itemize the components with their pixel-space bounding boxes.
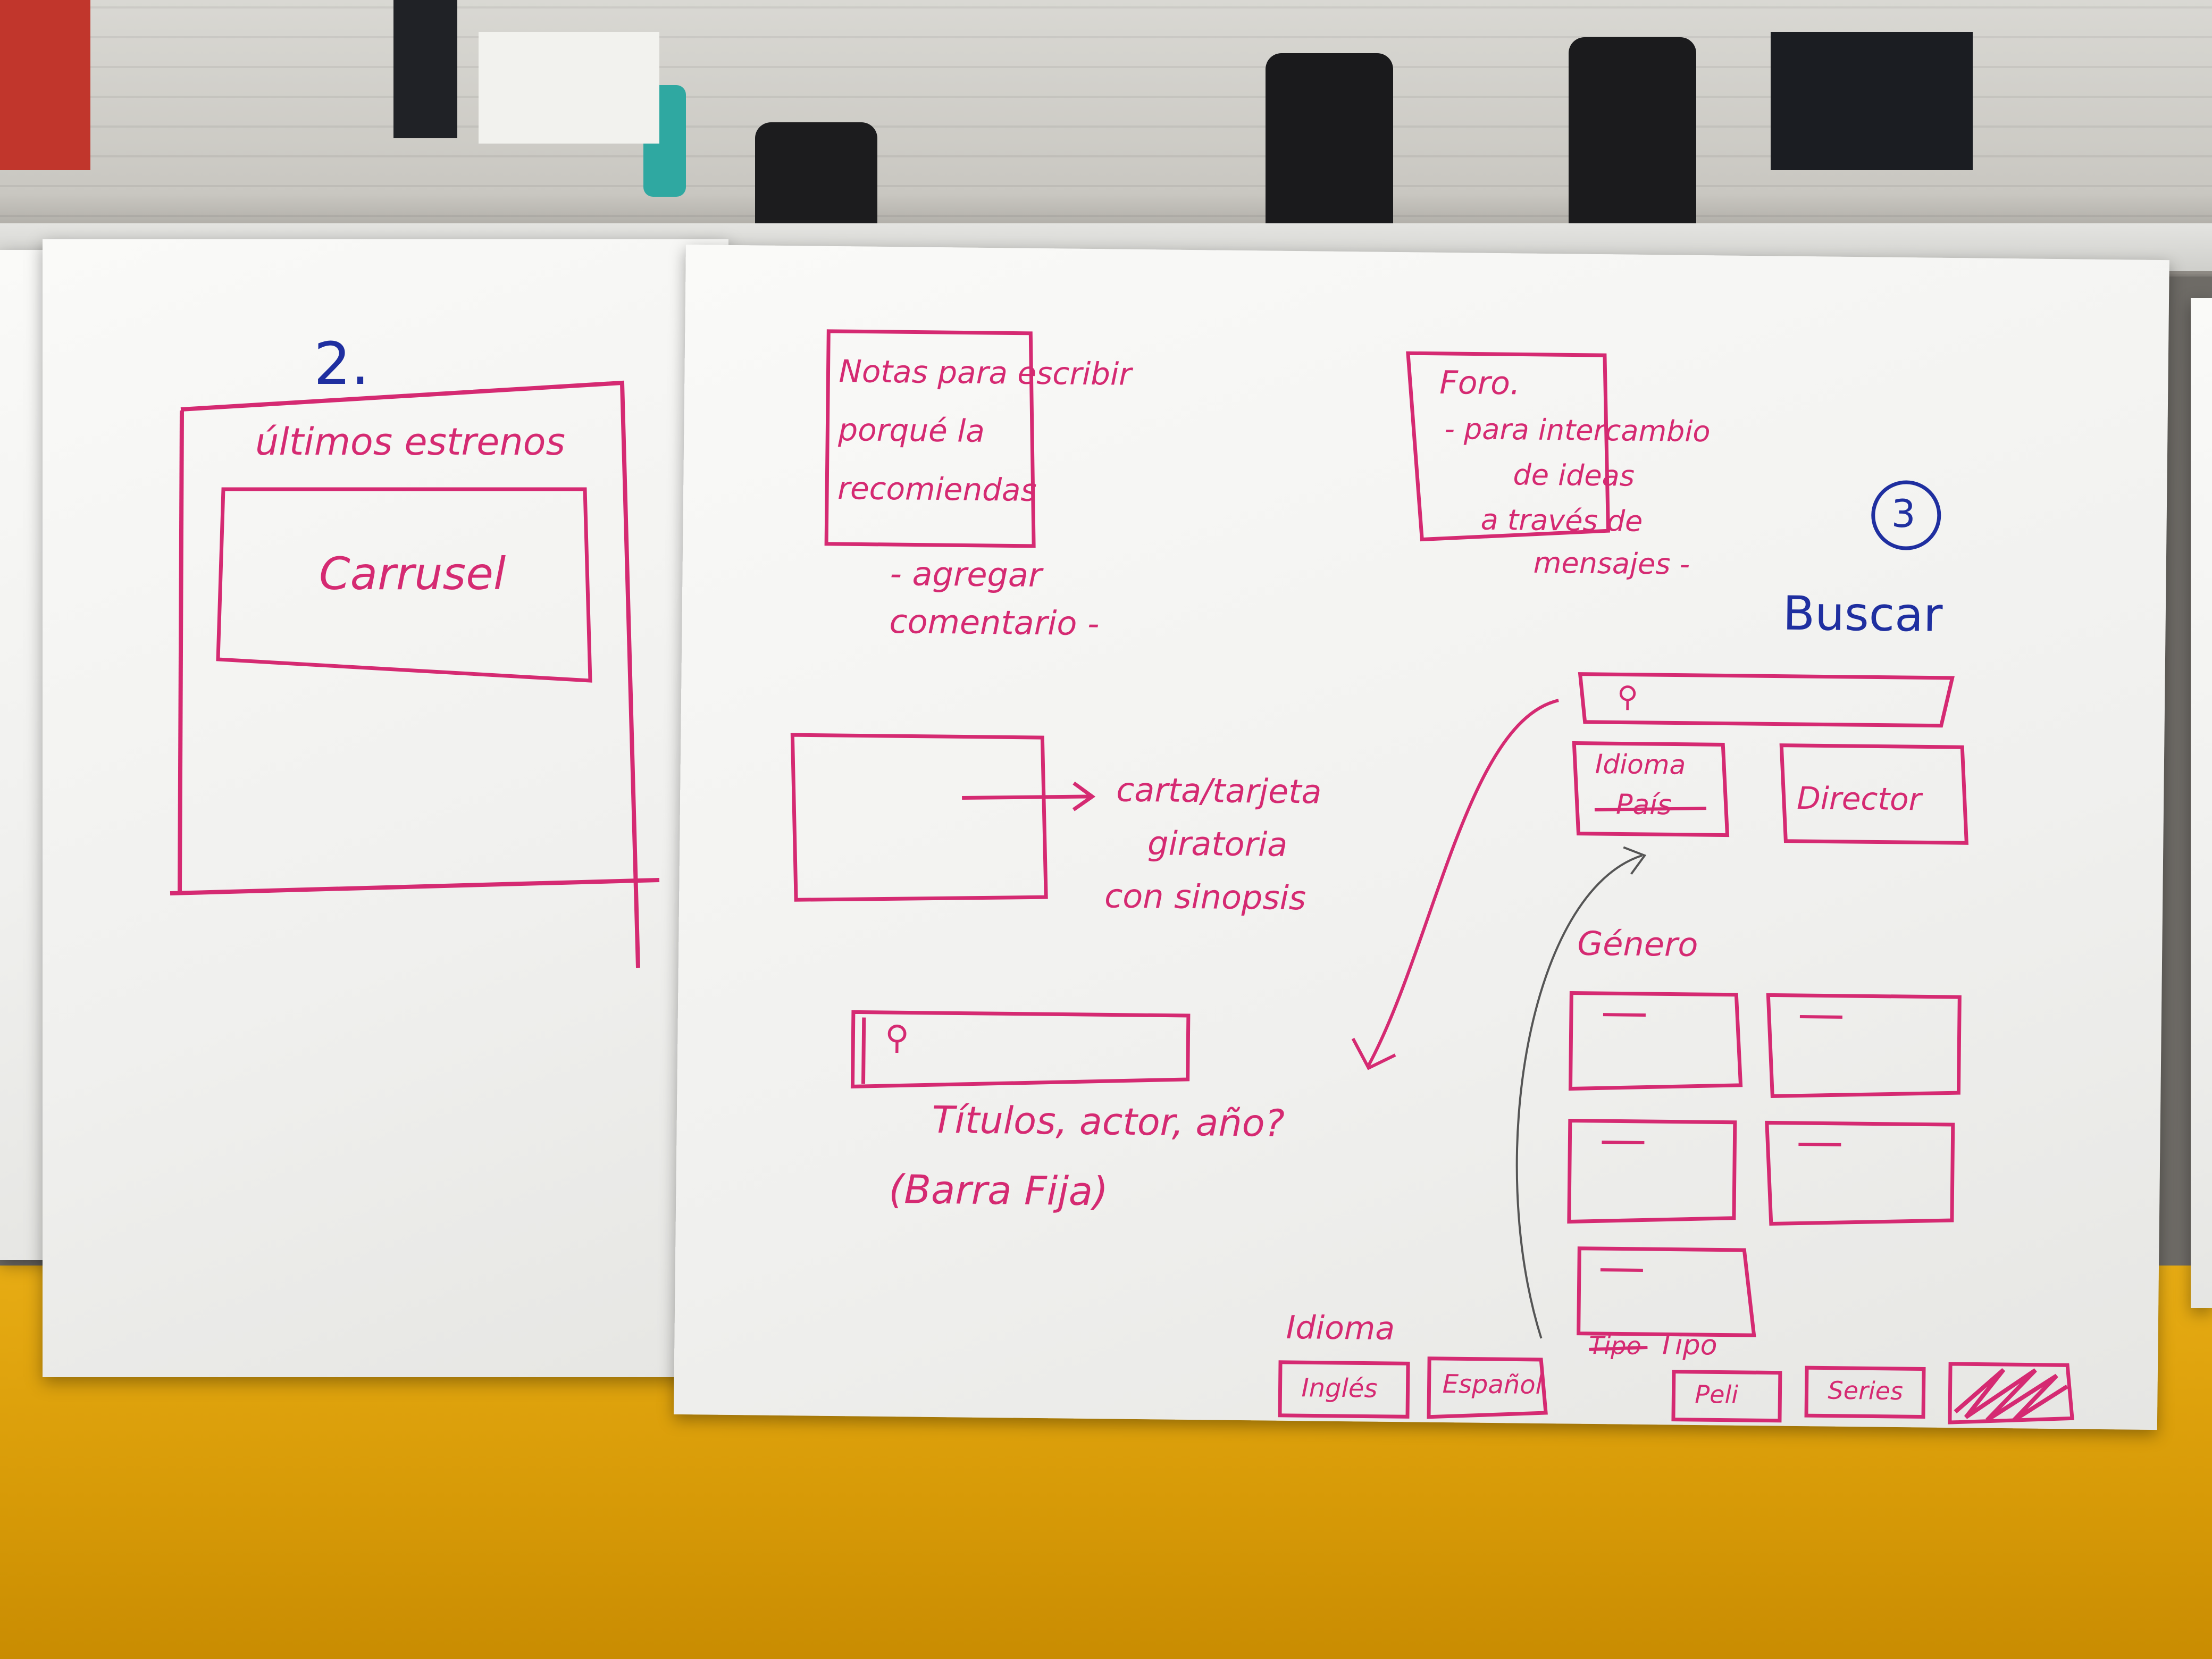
forum-desc-line-1: - para intercambio <box>1444 412 1711 449</box>
filter-director-label: Director <box>1796 780 1922 818</box>
paper-sheet-edge <box>2191 298 2212 1308</box>
red-cabinet <box>0 0 90 170</box>
paper-sheet-right: Notas para escribir porqué la recomienda… <box>673 245 2169 1430</box>
search-icon: ⚲ <box>885 1018 910 1057</box>
forum-box-title: Foro. <box>1439 364 1521 403</box>
sheet-number: 2. <box>314 330 370 398</box>
sketch-lines-left <box>170 380 660 968</box>
office-chair <box>1266 53 1393 250</box>
flip-card-line-1: carta/tarjeta <box>1116 770 1322 811</box>
sticky-notes-board <box>479 32 659 144</box>
section-title: últimos estrenos <box>255 420 565 464</box>
search-icon: ⚲ <box>1616 680 1639 714</box>
monitor <box>1771 32 1973 170</box>
filter-language-label: Idioma <box>1595 748 1686 781</box>
search-title: Buscar <box>1782 585 1943 642</box>
filter-language-struck: País <box>1615 789 1672 822</box>
paper-sheet-left: 2. últimos estrenos Carrusel <box>43 239 728 1377</box>
sketch-lines-right <box>790 329 2074 1425</box>
search-caption: Títulos, actor, año? <box>932 1097 1285 1145</box>
forum-desc-line-2: de ideas <box>1513 458 1635 493</box>
fixed-bar-label: (Barra Fija) <box>888 1167 1109 1215</box>
flip-card-line-2: giratoria <box>1147 824 1288 864</box>
genre-label: Género <box>1577 924 1698 965</box>
notes-box-text: Notas para escribir porqué la recomienda… <box>837 353 1132 508</box>
type-label: Tipo <box>1658 1329 1717 1362</box>
type-movie: Peli <box>1695 1379 1739 1409</box>
monitor <box>393 0 457 138</box>
flip-card-line-3: con sinopsis <box>1104 876 1306 918</box>
carousel-label: Carrusel <box>319 548 506 600</box>
add-comment-text: - agregar comentario - <box>889 554 1100 643</box>
type-struck: Tipo <box>1589 1330 1641 1360</box>
type-series: Series <box>1828 1376 1904 1406</box>
sheet-number-right: 3 <box>1891 491 1916 537</box>
forum-desc-line-4: mensajes - <box>1533 546 1690 581</box>
lang-spanish: Español <box>1442 1369 1543 1400</box>
lang-english: Inglés <box>1301 1373 1378 1404</box>
language-label: Idioma <box>1286 1309 1395 1348</box>
office-chair <box>1569 37 1696 250</box>
forum-desc-line-3: a través de <box>1480 502 1643 538</box>
